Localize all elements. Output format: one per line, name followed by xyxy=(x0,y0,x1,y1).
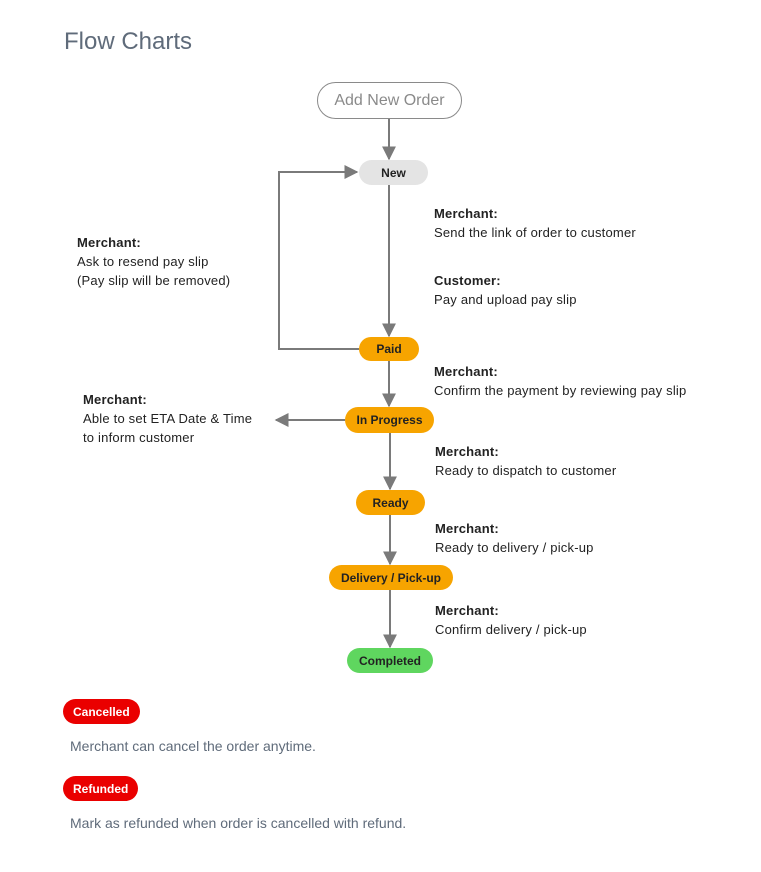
note-role: Customer: xyxy=(434,273,501,288)
note-role: Merchant: xyxy=(435,603,499,618)
note-text: Ask to resend pay slip xyxy=(77,254,209,269)
note-text: Send the link of order to customer xyxy=(434,225,636,240)
note-text: Ready to dispatch to customer xyxy=(435,463,617,478)
arrow-paid-back-to-new xyxy=(278,165,359,350)
status-node-paid: Paid xyxy=(359,337,419,361)
note-new-customer: Customer: Pay and upload pay slip xyxy=(434,271,577,309)
note-role: Merchant: xyxy=(83,392,147,407)
note-ready-merchant: Merchant: Ready to delivery / pick-up xyxy=(435,519,594,557)
note-text: Confirm delivery / pick-up xyxy=(435,622,587,637)
status-node-completed: Completed xyxy=(347,648,433,673)
note-new-merchant: Merchant: Send the link of order to cust… xyxy=(434,204,636,242)
note-inprogress-merchant: Merchant: Ready to dispatch to customer xyxy=(435,442,616,480)
note-text: Confirm the payment by reviewing pay sli… xyxy=(434,383,687,398)
status-node-ready: Ready xyxy=(356,490,425,515)
status-node-delivery: Delivery / Pick-up xyxy=(329,565,453,590)
page-title: Flow Charts xyxy=(64,28,193,55)
cancelled-badge: Cancelled xyxy=(63,699,140,724)
note-role: Merchant: xyxy=(434,206,498,221)
note-text: (Pay slip will be removed) xyxy=(77,273,231,288)
status-node-new: New xyxy=(359,160,428,185)
note-role: Merchant: xyxy=(434,364,498,379)
note-paid-merchant: Merchant: Confirm the payment by reviewi… xyxy=(434,362,686,400)
add-new-order-node[interactable]: Add New Order xyxy=(317,82,462,119)
note-delivery-merchant: Merchant: Confirm delivery / pick-up xyxy=(435,601,587,639)
note-eta: Merchant: Able to set ETA Date & Time to… xyxy=(83,390,252,447)
refunded-description: Mark as refunded when order is cancelled… xyxy=(70,815,407,831)
note-role: Merchant: xyxy=(77,235,141,250)
refunded-badge: Refunded xyxy=(63,776,139,801)
note-text: Ready to delivery / pick-up xyxy=(435,540,594,555)
note-role: Merchant: xyxy=(435,521,499,536)
note-text: to inform customer xyxy=(83,430,195,445)
note-resend-pay-slip: Merchant: Ask to resend pay slip (Pay sl… xyxy=(77,233,230,290)
note-text: Pay and upload pay slip xyxy=(434,292,577,307)
note-role: Merchant: xyxy=(435,444,499,459)
cancelled-description: Merchant can cancel the order anytime. xyxy=(70,738,316,754)
status-node-in-progress: In Progress xyxy=(345,407,434,433)
note-text: Able to set ETA Date & Time xyxy=(83,411,253,426)
